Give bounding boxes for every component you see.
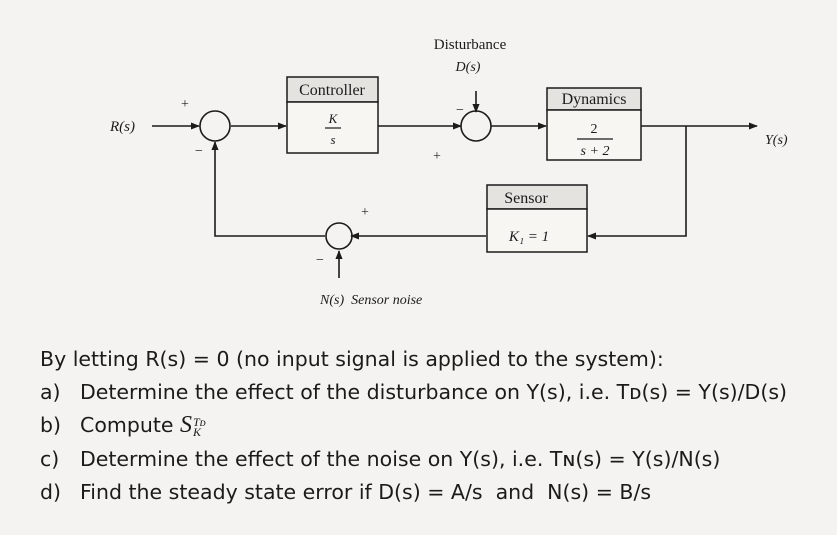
question-d-letter: d) <box>40 480 62 504</box>
noise-label: N(s) Sensor noise <box>319 293 422 308</box>
sum2-minus-sign: − <box>456 103 464 118</box>
summing-junction-1 <box>199 110 231 142</box>
sum1-minus-sign: − <box>195 144 203 159</box>
sum3-plus-sign: + <box>361 205 369 220</box>
question-c-text: Determine the effect of the noise on Y(s… <box>80 447 721 471</box>
dynamics-numerator: 2 <box>591 122 598 137</box>
question-d-text: Find the steady state error if D(s) = A/… <box>80 480 652 504</box>
feedback-to-summer1-arrow <box>211 141 325 237</box>
sum1-plus-sign: + <box>181 97 189 112</box>
block-diagram: Controller K s Dynamics 2 s + 2 Sensor K… <box>109 37 788 308</box>
sensitivity-base: S <box>180 412 193 438</box>
summing-junction-3 <box>325 222 353 250</box>
feedback-to-sensor-arrow <box>587 126 687 240</box>
question-intro: By letting R(s) = 0 (no input signal is … <box>40 347 664 371</box>
dynamics-block: Dynamics 2 s + 2 <box>546 87 642 161</box>
input-label: R(s) <box>109 119 135 135</box>
question-d: d) Find the steady state error if D(s) = … <box>40 476 830 509</box>
sum3-minus-sign: − <box>316 253 324 268</box>
output-label: Y(s) <box>765 133 788 148</box>
disturbance-label: Disturbance <box>434 37 507 53</box>
dynamics-title: Dynamics <box>562 91 627 108</box>
controller-numerator: K <box>328 111 339 126</box>
disturbance-symbol: D(s) <box>455 60 481 75</box>
question-a-text: Determine the effect of the disturbance … <box>80 380 787 404</box>
sensitivity-subscript: K <box>193 425 202 440</box>
question-b-letter: b) <box>40 413 62 437</box>
question-c: c) Determine the effect of the noise on Y… <box>40 443 830 476</box>
sum2-plus-sign: + <box>433 149 441 164</box>
question-c-letter: c) <box>40 447 60 471</box>
controller-denominator: s <box>330 132 335 147</box>
sensor-title: Sensor <box>504 190 548 207</box>
question-a: a) Determine the effect of the disturbanc… <box>40 376 830 409</box>
controller-title: Controller <box>299 82 365 99</box>
question-a-letter: a) <box>40 380 61 404</box>
sensor-gain: K₁ = 1 <box>508 229 549 245</box>
question-b-text: Compute <box>80 413 174 437</box>
summing-junction-2 <box>460 110 492 142</box>
question-list: By letting R(s) = 0 (no input signal is … <box>40 343 830 509</box>
dynamics-denominator: s + 2 <box>581 144 610 159</box>
sensitivity-superscript: Tᴅ <box>193 415 206 430</box>
sensor-block: Sensor K₁ = 1 <box>486 184 588 253</box>
controller-block: Controller K s <box>286 76 379 154</box>
